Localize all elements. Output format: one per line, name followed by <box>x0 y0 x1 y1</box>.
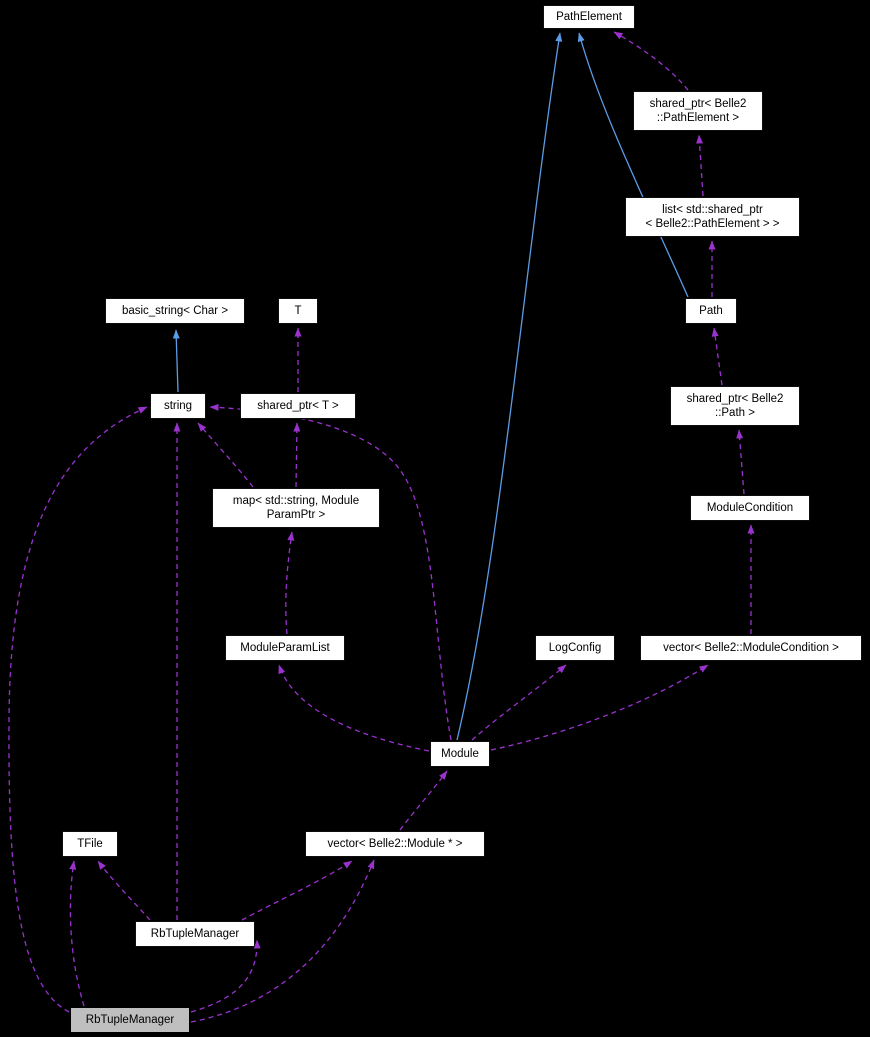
node-t[interactable]: T <box>278 298 318 324</box>
edge-main-uses-string <box>8 406 148 1013</box>
edge-module-uses-logconfig <box>471 664 567 741</box>
node-list-shared-ptr-pathelement[interactable]: list< std::shared_ptr < Belle2::PathElem… <box>625 197 800 237</box>
edge-main-uses-vector-module <box>190 859 375 1023</box>
node-shared-ptr-t[interactable]: shared_ptr< T > <box>240 393 356 419</box>
edge-rbtuplemanager-uses-vector-module <box>241 860 353 921</box>
edge-sharedptr-path-uses-path <box>711 327 723 386</box>
edge-map-uses-string <box>197 422 254 488</box>
node-modulecondition[interactable]: ModuleCondition <box>690 495 810 521</box>
edge-module-inherits-pathelement <box>456 32 563 741</box>
edge-moduleparamlist-uses-map <box>285 531 295 635</box>
node-rbtuplemanager-main: RbTupleManager <box>70 1007 190 1033</box>
node-string[interactable]: string <box>150 393 206 419</box>
node-tfile[interactable]: TFile <box>62 831 118 857</box>
node-module[interactable]: Module <box>430 741 490 767</box>
edge-module-uses-string <box>209 403 452 741</box>
node-moduleparamlist[interactable]: ModuleParamList <box>225 635 345 661</box>
node-logconfig[interactable]: LogConfig <box>535 635 615 661</box>
node-shared-ptr-pathelement[interactable]: shared_ptr< Belle2 ::PathElement > <box>633 91 763 131</box>
node-map-string-moduleparamptr[interactable]: map< std::string, Module ParamPtr > <box>212 488 380 528</box>
edge-list-uses-sharedptr-pathelement <box>696 134 704 197</box>
edge-path-inherits-pathelement <box>577 32 689 298</box>
edge-sharedptr-pathelement-uses-pathelement <box>613 31 689 91</box>
edge-module-uses-moduleparamlist <box>278 664 430 752</box>
node-shared-ptr-path[interactable]: shared_ptr< Belle2 ::Path > <box>670 386 800 426</box>
edge-module-uses-vector-modulecondition <box>490 664 709 751</box>
edge-rbtuplemanager-uses-tfile <box>97 860 151 921</box>
edge-string-inherits-basic-string <box>172 329 180 393</box>
edge-main-uses-rbtuplemanager <box>190 939 261 1013</box>
edge-main-uses-tfile <box>69 860 85 1007</box>
node-rbtuplemanager[interactable]: RbTupleManager <box>135 921 255 947</box>
node-path[interactable]: Path <box>685 298 737 324</box>
node-pathelement[interactable]: PathElement <box>543 5 635 29</box>
node-vector-modulecondition[interactable]: vector< Belle2::ModuleCondition > <box>640 635 862 661</box>
edge-map-uses-sharedptr-t <box>293 422 301 488</box>
node-vector-module-ptr[interactable]: vector< Belle2::Module * > <box>305 831 485 857</box>
edge-modulecondition-uses-sharedptr-path <box>736 429 745 495</box>
node-basic-string-char[interactable]: basic_string< Char > <box>105 298 245 324</box>
edge-vector-module-uses-module <box>399 770 448 831</box>
